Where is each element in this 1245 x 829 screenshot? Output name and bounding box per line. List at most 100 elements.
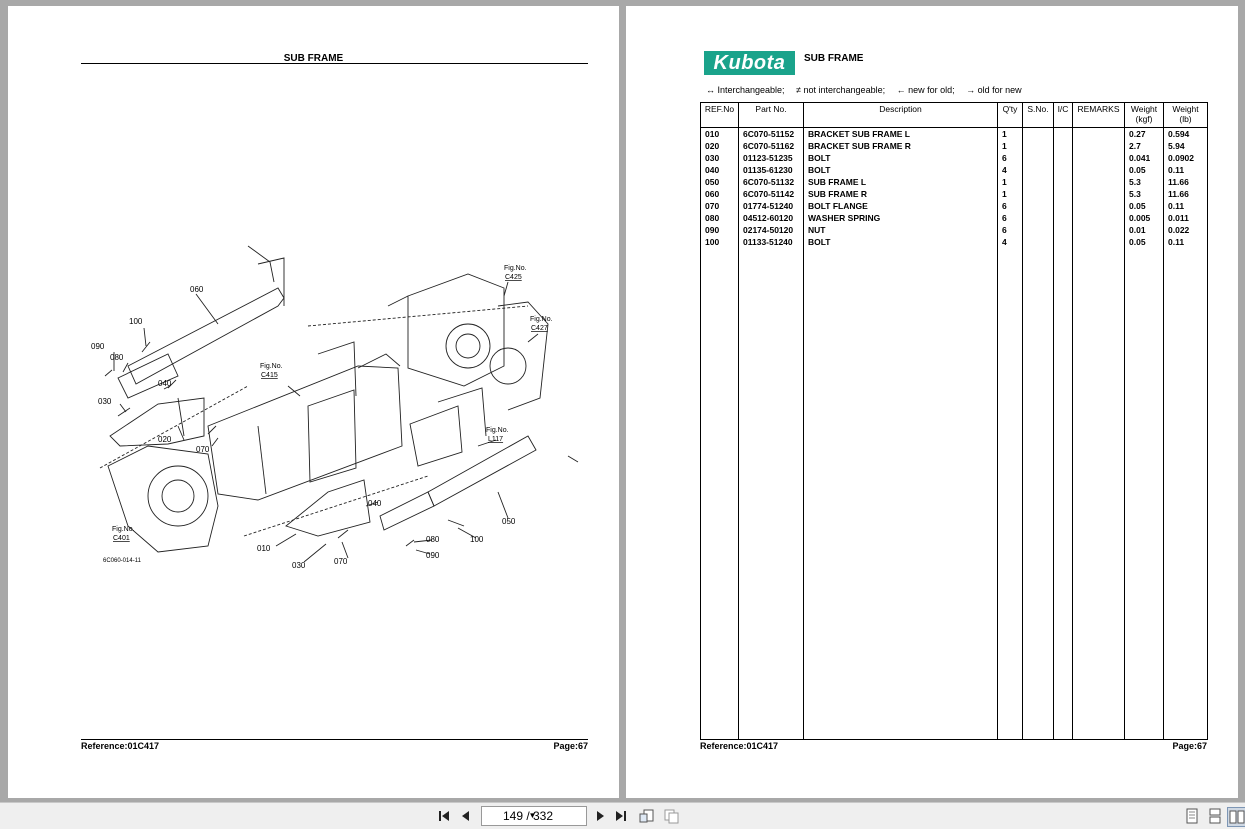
cell-description: SUB FRAME R bbox=[803, 188, 998, 200]
figref-c415: C415 bbox=[261, 372, 278, 379]
figref-no: Fig.No. bbox=[504, 265, 527, 272]
callout-090b: 090 bbox=[426, 551, 440, 560]
cell-ic bbox=[1053, 176, 1073, 188]
cell-remarks bbox=[1072, 224, 1125, 236]
cell-weight-kgf: 0.05 bbox=[1124, 164, 1164, 176]
continuous-view-icon[interactable] bbox=[1207, 807, 1223, 825]
cell-description: WASHER SPRING bbox=[803, 212, 998, 224]
next-page-icon[interactable] bbox=[592, 807, 608, 825]
empty-cell bbox=[803, 248, 998, 740]
cell-description: BRACKET SUB FRAME L bbox=[803, 127, 998, 140]
callout-040b: 040 bbox=[368, 499, 382, 508]
cell-part-no: 6C070-51132 bbox=[738, 176, 804, 188]
cell-weight-lb: 5.94 bbox=[1163, 140, 1208, 152]
copy-icon[interactable] bbox=[662, 807, 680, 825]
interchangeability-legend: ↔ Interchangeable; ≠ not interchangeable… bbox=[706, 85, 1031, 95]
empty-cell bbox=[738, 248, 804, 740]
title-rule bbox=[81, 63, 588, 64]
footer-rule bbox=[700, 739, 1207, 740]
col-header: REF.No bbox=[700, 102, 739, 128]
cell-ref-no: 010 bbox=[700, 127, 739, 140]
cell-weight-lb: 0.594 bbox=[1163, 127, 1208, 140]
cell-remarks bbox=[1072, 127, 1125, 140]
figref-no: Fig.No. bbox=[112, 526, 135, 533]
cell-remarks bbox=[1072, 164, 1125, 176]
callout-050: 050 bbox=[502, 517, 516, 526]
cell-qty: 1 bbox=[997, 140, 1023, 152]
cell-ref-no: 030 bbox=[700, 152, 739, 164]
page-indicator: 149 / 332 bbox=[502, 809, 554, 823]
cell-part-no: 01133-51240 bbox=[738, 236, 804, 248]
empty-cell bbox=[1072, 248, 1125, 740]
cell-weight-kgf: 0.27 bbox=[1124, 127, 1164, 140]
figref-c427: C427 bbox=[531, 325, 548, 332]
callout-070b: 070 bbox=[334, 557, 348, 566]
col-header: Weight (lb) bbox=[1163, 102, 1208, 128]
cell-part-no: 01135-61230 bbox=[738, 164, 804, 176]
cell-description: BOLT bbox=[803, 164, 998, 176]
last-page-icon[interactable] bbox=[613, 807, 629, 825]
footer-reference: Reference:01C417 bbox=[700, 741, 779, 751]
cell-ref-no: 070 bbox=[700, 200, 739, 212]
cell-ref-no: 050 bbox=[700, 176, 739, 188]
prev-page-icon[interactable] bbox=[458, 807, 474, 825]
cell-description: BOLT bbox=[803, 152, 998, 164]
col-header: I/C bbox=[1053, 102, 1073, 128]
cell-description: BRACKET SUB FRAME R bbox=[803, 140, 998, 152]
cell-ic bbox=[1053, 200, 1073, 212]
cell-serial-no bbox=[1022, 200, 1054, 212]
cell-ic bbox=[1053, 224, 1073, 236]
callout-060: 060 bbox=[190, 285, 204, 294]
page-number-select[interactable]: 149 / 332 ▼ bbox=[481, 806, 587, 826]
cell-weight-lb: 0.11 bbox=[1163, 164, 1208, 176]
callout-030b: 030 bbox=[292, 561, 306, 570]
table-filler-row bbox=[700, 248, 1208, 740]
first-page-icon[interactable] bbox=[436, 807, 452, 825]
cell-qty: 1 bbox=[997, 176, 1023, 188]
single-page-view-icon[interactable] bbox=[1184, 807, 1200, 825]
cell-description: BOLT bbox=[803, 236, 998, 248]
cell-weight-kgf: 5.3 bbox=[1124, 188, 1164, 200]
figref-l117: L117 bbox=[488, 436, 503, 443]
cell-ref-no: 060 bbox=[700, 188, 739, 200]
figref-no: Fig.No. bbox=[530, 316, 553, 323]
table-header-row: REF.No Part No. Description Q'ty S.No. I… bbox=[700, 102, 1208, 128]
cell-weight-kgf: 0.05 bbox=[1124, 236, 1164, 248]
cell-ref-no: 080 bbox=[700, 212, 739, 224]
cell-qty: 1 bbox=[997, 188, 1023, 200]
cell-weight-kgf: 2.7 bbox=[1124, 140, 1164, 152]
empty-cell bbox=[1022, 248, 1054, 740]
cell-ic bbox=[1053, 140, 1073, 152]
cell-qty: 6 bbox=[997, 212, 1023, 224]
cell-part-no: 6C070-51162 bbox=[738, 140, 804, 152]
figref-c401: C401 bbox=[113, 535, 130, 542]
cell-ref-no: 090 bbox=[700, 224, 739, 236]
col-header: S.No. bbox=[1022, 102, 1054, 128]
cell-description: SUB FRAME L bbox=[803, 176, 998, 188]
cell-part-no: 02174-50120 bbox=[738, 224, 804, 236]
footer-page: Page:67 bbox=[553, 741, 588, 751]
cell-remarks bbox=[1072, 152, 1125, 164]
rotate-icon[interactable] bbox=[638, 807, 656, 825]
callout-100b: 100 bbox=[470, 535, 484, 544]
cell-weight-kgf: 0.01 bbox=[1124, 224, 1164, 236]
right-page: Kubota SUB FRAME ↔ Interchangeable; ≠ no… bbox=[626, 6, 1238, 798]
cell-description: NUT bbox=[803, 224, 998, 236]
cell-ic bbox=[1053, 152, 1073, 164]
empty-cell bbox=[700, 248, 739, 740]
cell-weight-lb: 11.66 bbox=[1163, 188, 1208, 200]
cell-weight-lb: 11.66 bbox=[1163, 176, 1208, 188]
cell-part-no: 6C070-51152 bbox=[738, 127, 804, 140]
chevron-down-icon: ▼ bbox=[528, 811, 537, 820]
cell-qty: 1 bbox=[997, 127, 1023, 140]
cell-ref-no: 020 bbox=[700, 140, 739, 152]
two-page-view-icon[interactable] bbox=[1227, 807, 1245, 827]
cell-serial-no bbox=[1022, 236, 1054, 248]
callout-090: 090 bbox=[91, 342, 105, 351]
callout-070: 070 bbox=[196, 445, 210, 454]
